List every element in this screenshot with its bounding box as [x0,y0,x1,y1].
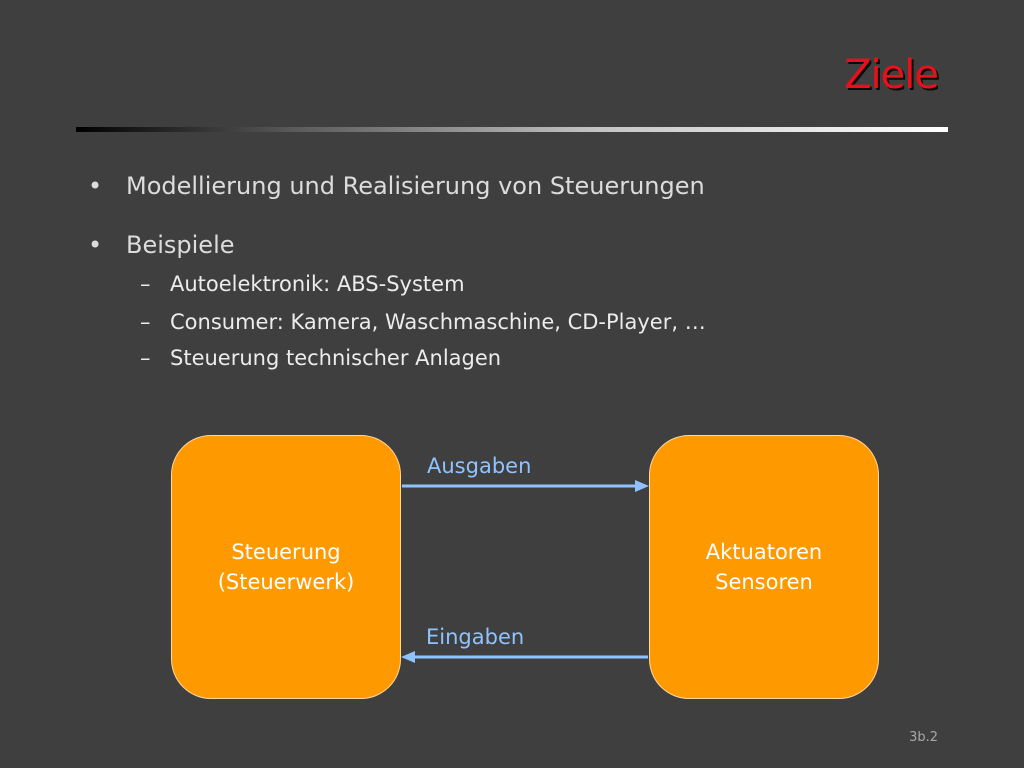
actuators-sensors-box: Aktuatoren Sensoren [649,435,879,699]
sub-bullet-dash: – [140,272,151,296]
sub-bullet-text: Steuerung technischer Anlagen [170,346,502,370]
outputs-arrow [402,480,649,492]
controller-box-line1: Steuerung [231,540,341,564]
bullet-list: • Modellierung und Realisierung von Steu… [88,172,706,370]
controller-box-line2: (Steuerwerk) [217,570,355,594]
bullet-dot: • [88,172,103,200]
inputs-arrow [401,651,648,663]
slide-title: Ziele [844,52,939,98]
title-divider [76,127,948,132]
outputs-label: Ausgaben [427,454,532,478]
sub-bullet-dash: – [140,310,151,334]
actuators-box-line2: Sensoren [715,570,813,594]
sub-bullet-dash: – [140,346,151,370]
bullet-text: Modellierung und Realisierung von Steuer… [126,172,705,200]
inputs-label: Eingaben [426,625,525,649]
bullet-text: Beispiele [126,231,235,259]
actuators-box-line1: Aktuatoren [705,540,823,564]
sub-bullet-text: Autoelektronik: ABS-System [170,272,465,296]
sub-bullet-text: Consumer: Kamera, Waschmaschine, CD-Play… [170,310,706,334]
bullet-dot: • [88,231,103,259]
page-number: 3b.2 [909,730,938,745]
controller-box: Steuerung (Steuerwerk) [171,435,401,699]
